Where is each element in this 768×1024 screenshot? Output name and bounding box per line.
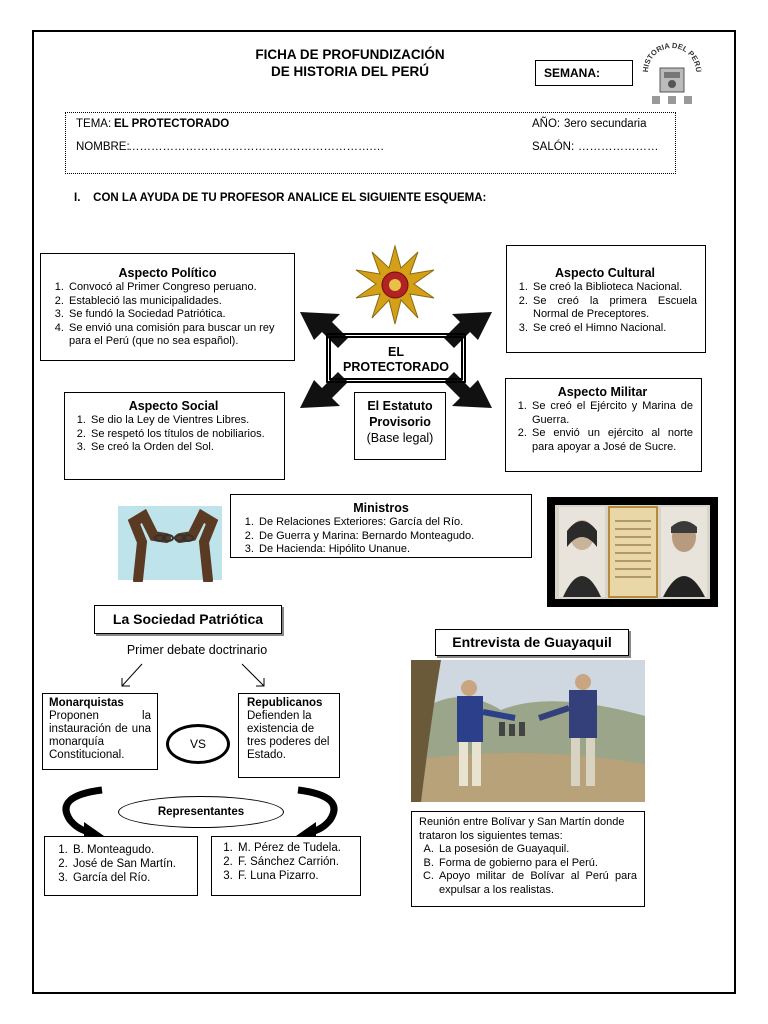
section-heading: I. CON LA AYUDA DE TU PROFESOR ANALICE E… xyxy=(74,192,487,204)
arrow-up-left-icon xyxy=(300,312,348,348)
list-item: F. Sánchez Carrión. xyxy=(236,855,360,869)
estatuto-line-2: Provisorio xyxy=(369,415,431,429)
broken-chains-illustration xyxy=(118,506,222,582)
portraits-photo xyxy=(547,497,718,607)
page-frame xyxy=(32,30,736,994)
guayaquil-painting xyxy=(411,660,645,802)
list-item: M. Pérez de Tudela. xyxy=(236,841,360,855)
sociedad-patriotica-title: La Sociedad Patriótica xyxy=(94,605,282,634)
guayaquil-intro: Reunión entre Bolívar y San Martín donde… xyxy=(419,816,625,842)
title-line-2: DE HISTORIA DEL PERÚ xyxy=(270,64,430,79)
list-item: Se envió una comisión para buscar un rey… xyxy=(67,322,286,349)
estatuto-box: El Estatuto Provisorio (Base legal) xyxy=(354,392,446,460)
list-item: Apoyo militar de Bolívar al Perú para ex… xyxy=(437,870,637,897)
aspecto-social-box: Aspecto Social Se dio la Ley de Vientres… xyxy=(64,392,285,480)
salon-field[interactable]: ………………… xyxy=(578,141,659,153)
arrow-up-right-icon xyxy=(444,312,492,348)
republicanos-box: Republicanos Defienden la existencia de … xyxy=(238,693,340,778)
list-item: Se creó el Himno Nacional. xyxy=(531,322,697,336)
list-item: F. Luna Pizarro. xyxy=(236,869,360,883)
list-item: La posesión de Guayaquil. xyxy=(437,843,637,857)
ministros-box: Ministros De Relaciones Exteriores: Garc… xyxy=(230,494,532,558)
list-item: De Hacienda: Hipólito Unanue. xyxy=(257,543,523,557)
aspecto-politico-box: Aspecto Político Convocó al Primer Congr… xyxy=(40,253,295,361)
list-item: De Relaciones Exteriores: García del Río… xyxy=(257,516,523,530)
curved-arrow-right-icon xyxy=(296,822,316,840)
nombre-label: NOMBRE: xyxy=(76,141,130,153)
list-item: García del Río. xyxy=(71,871,197,885)
anio-value: 3ero secundaria xyxy=(564,118,647,130)
list-item: Se envió un ejército al norte para apoya… xyxy=(530,427,693,454)
list-item: De Guerra y Marina: Bernardo Monteagudo. xyxy=(257,530,523,544)
monarquistas-text: Proponen la instauración de una monarquí… xyxy=(49,710,151,761)
aspecto-cultural-title: Aspecto Cultural xyxy=(554,266,655,280)
aspecto-politico-title: Aspecto Político xyxy=(118,266,217,280)
list-item: Se creó el Ejército y Marina de Guerra. xyxy=(530,400,693,427)
nombre-field[interactable]: ……………………………………………………….… xyxy=(128,141,385,153)
list-item: B. Monteagudo. xyxy=(71,843,197,857)
orden-del-sol-medal xyxy=(355,244,435,325)
debate-label: Primer debate doctrinario xyxy=(126,643,268,657)
vs-badge: VS xyxy=(166,724,230,764)
list-item: Convocó al Primer Congreso peruano. xyxy=(67,281,286,295)
monarquistas-title: Monarquistas xyxy=(49,697,124,709)
list-item: Se creó la Biblioteca Nacional. xyxy=(531,281,697,295)
tema-label: TEMA: xyxy=(76,118,112,130)
list-item: Se creó la primera Escuela Normal de Pre… xyxy=(531,295,697,322)
curved-arrow-left-icon xyxy=(84,822,104,840)
anio-label: AÑO: xyxy=(532,118,561,130)
list-item: Estableció las municipalidades. xyxy=(67,295,286,309)
monarquistas-box: Monarquistas Proponen la instauración de… xyxy=(42,693,158,770)
arrow-down-left-icon xyxy=(121,678,130,687)
aspecto-militar-box: Aspecto Militar Se creó el Ejército y Ma… xyxy=(505,378,702,472)
ministros-title: Ministros xyxy=(353,501,409,515)
debate-arrows xyxy=(121,663,265,687)
arrow-down-right-icon xyxy=(256,678,265,687)
center-line-2: PROTECTORADO xyxy=(342,360,450,374)
representantes-label: Representantes xyxy=(118,796,284,828)
document-title: FICHA DE PROFUNDIZACIÓN DE HISTORIA DEL … xyxy=(190,46,510,80)
student-info-box: TEMA: EL PROTECTORADO AÑO: 3ero secundar… xyxy=(65,112,676,174)
list-item: Se creó la Orden del Sol. xyxy=(89,441,276,455)
list-item: Se respetó los títulos de nobiliarios. xyxy=(89,428,276,442)
republicanos-representantes-box: M. Pérez de Tudela. F. Sánchez Carrión. … xyxy=(211,836,361,896)
semana-field[interactable]: SEMANA: xyxy=(535,60,633,86)
estatuto-line-3: (Base legal) xyxy=(366,431,434,445)
aspecto-cultural-box: Aspecto Cultural Se creó la Biblioteca N… xyxy=(506,245,706,353)
republicanos-text: Defienden la existencia de tres poderes … xyxy=(247,710,330,761)
aspecto-social-title: Aspecto Social xyxy=(128,399,219,413)
protectorado-center-box: EL PROTECTORADO xyxy=(326,333,466,383)
salon-label: SALÓN: xyxy=(532,141,575,153)
republicanos-title: Republicanos xyxy=(247,697,323,709)
representantes-arrows xyxy=(62,786,338,840)
historia-peru-logo: HISTORIA DEL PERÚ xyxy=(642,42,702,104)
list-item: José de San Martín. xyxy=(71,857,197,871)
estatuto-line-1: El Estatuto xyxy=(367,399,433,413)
title-line-1: FICHA DE PROFUNDIZACIÓN xyxy=(255,47,445,62)
aspecto-militar-title: Aspecto Militar xyxy=(557,385,648,399)
list-item: Se dio la Ley de Vientres Libres. xyxy=(89,414,276,428)
tema-value: EL PROTECTORADO xyxy=(114,118,230,130)
guayaquil-title: Entrevista de Guayaquil xyxy=(435,629,629,656)
monarquistas-representantes-box: B. Monteagudo. José de San Martín. Garcí… xyxy=(44,836,198,896)
center-line-1: EL xyxy=(388,345,404,359)
list-item: Se fundó la Sociedad Patriótica. xyxy=(67,308,286,322)
guayaquil-box: Reunión entre Bolívar y San Martín donde… xyxy=(411,811,645,907)
list-item: Forma de gobierno para el Perú. xyxy=(437,857,637,871)
